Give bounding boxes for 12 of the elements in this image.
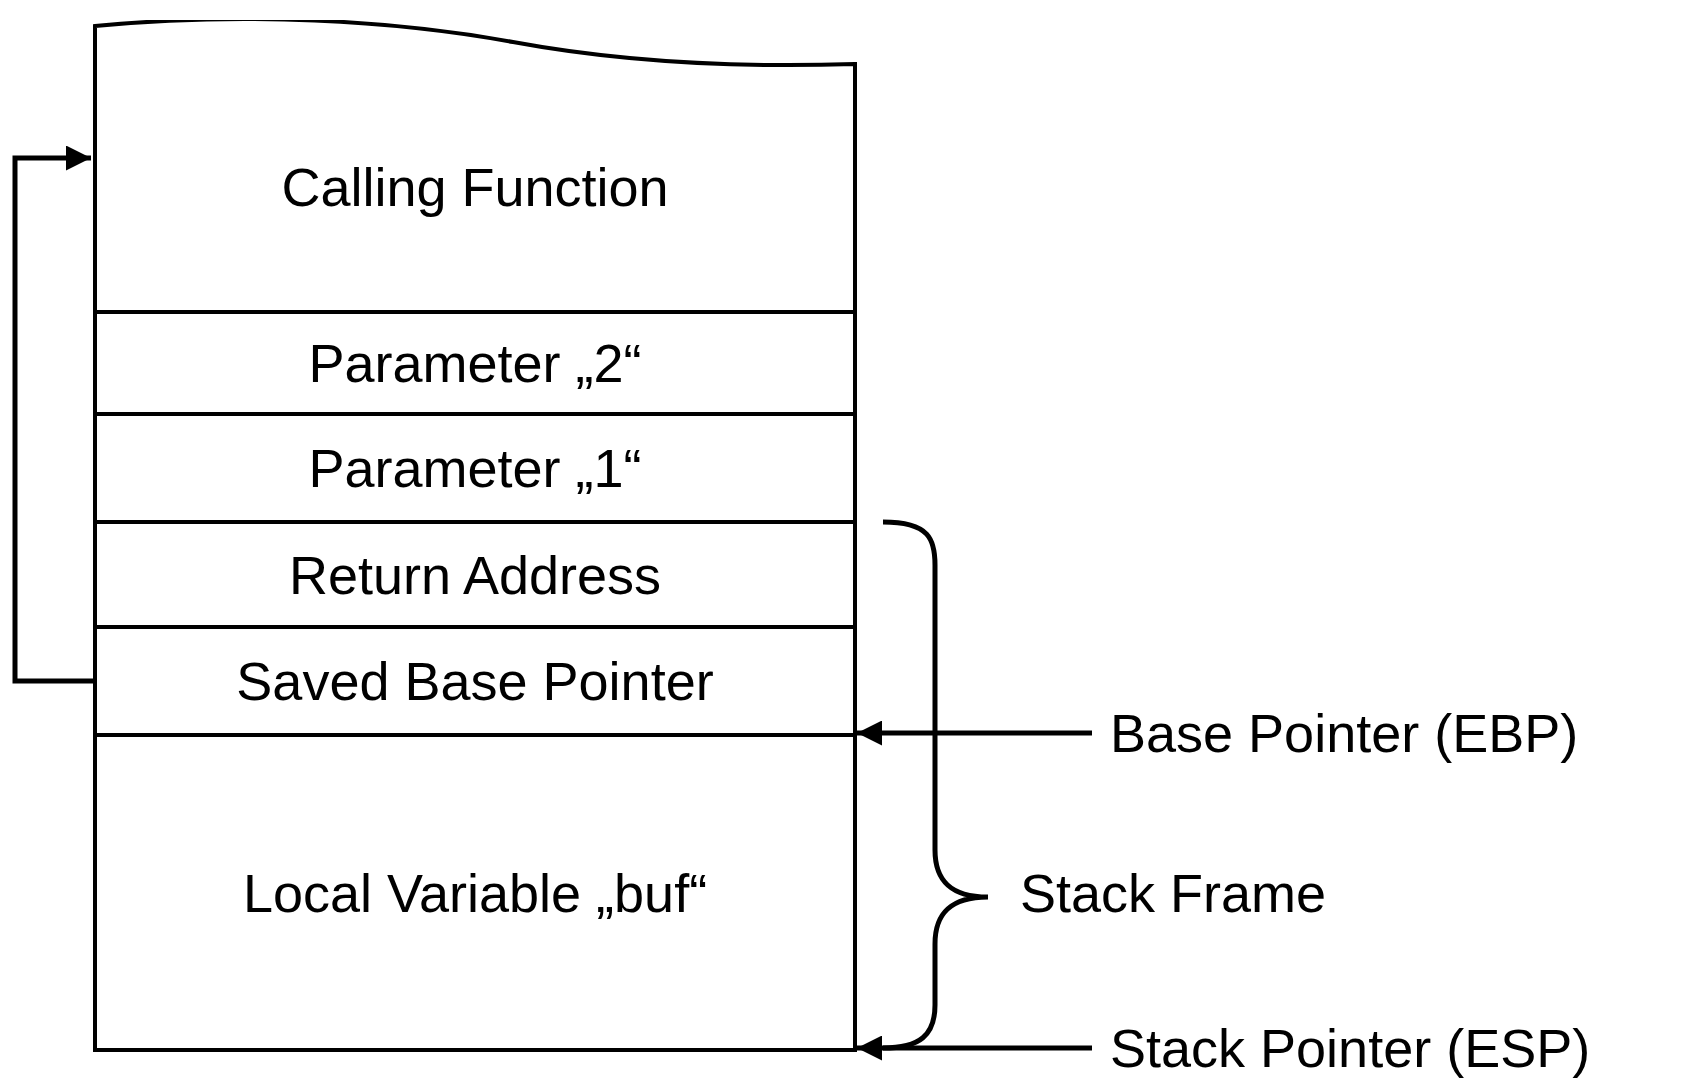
bracket-label: Stack Frame (1020, 862, 1327, 924)
slot-text: Parameter „1“ (308, 437, 642, 499)
slot-text: Calling Function (281, 156, 669, 218)
slot-text: Return Address (288, 543, 662, 606)
arrow (857, 1035, 1092, 1061)
slot-text: Parameter „2“ (308, 332, 642, 394)
arrow (857, 720, 1092, 746)
slot-text: Local Variable „buf“ (242, 861, 708, 924)
arrow (12, 145, 93, 684)
pointer-name: Stack Pointer (ESP) (1110, 1017, 1591, 1079)
pointer-name: Base Pointer (EBP) (1110, 702, 1579, 764)
slot-text: Saved Base Pointer (236, 650, 714, 712)
